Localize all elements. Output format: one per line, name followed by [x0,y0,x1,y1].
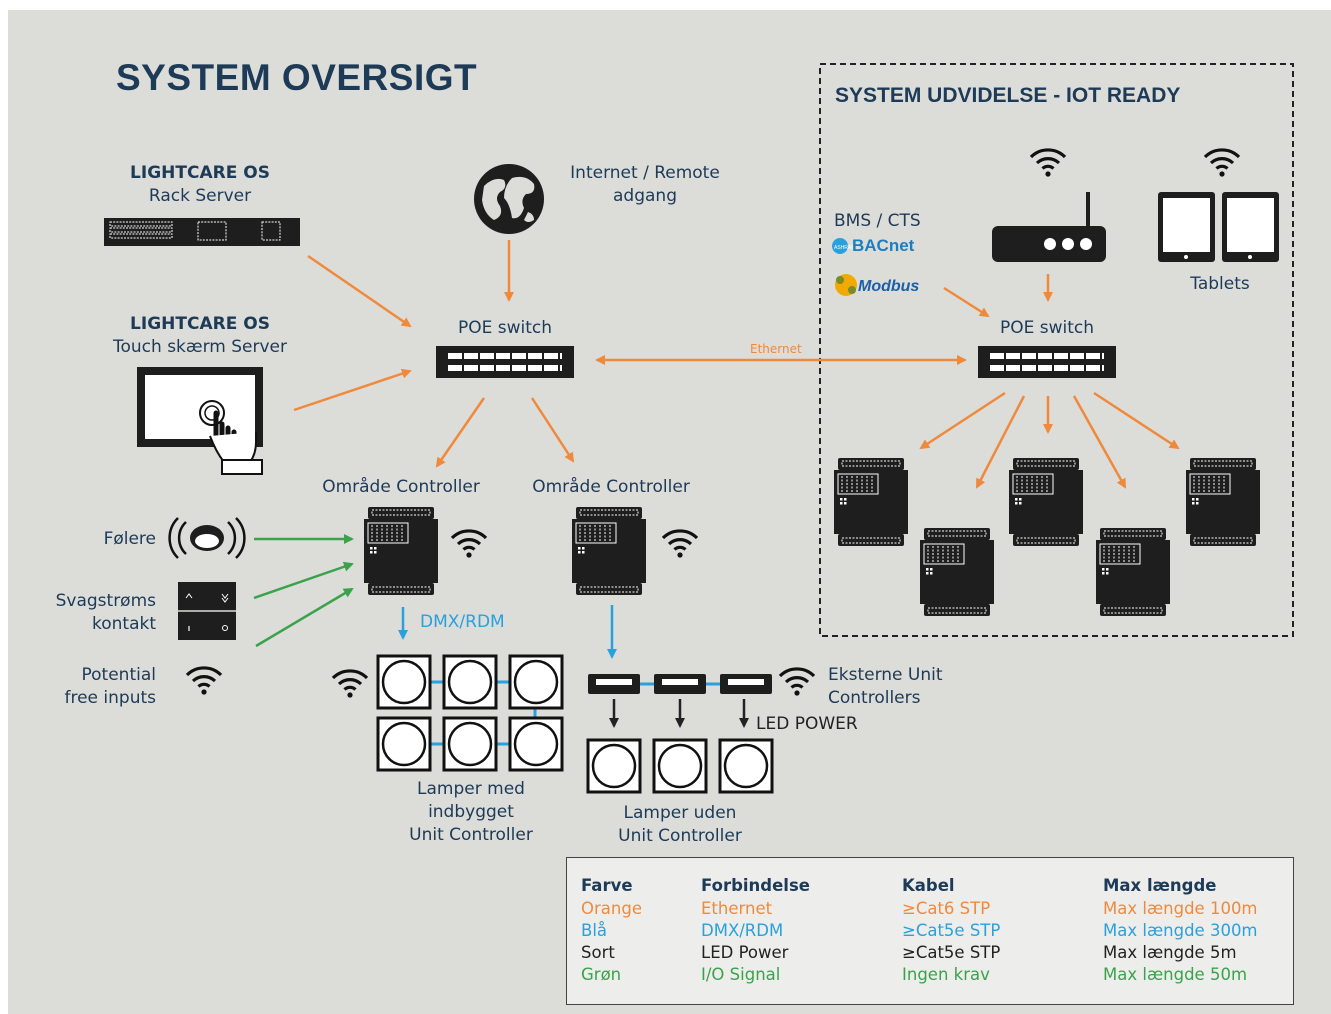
controller-right-label: Område Controller [532,477,690,497]
legend-row-connection: Ethernet [701,899,773,918]
page-title: SYSTEM OVERSIGT [116,57,478,98]
legend-header-cable: Kabel [902,876,955,895]
modbus-logo [835,274,857,296]
controller-right-wifi-icon [661,529,699,560]
controller-left-wifi-icon [450,529,488,560]
switch-label-line1: Svagstrøms [55,591,156,611]
poe-switch-main-icon [436,346,574,378]
lamps-plain-line1: Lamper uden [623,803,737,823]
lamps-builtin-line1: Lamper med [417,779,525,799]
touch-screen-icon [137,367,263,475]
expansion-title: SYSTEM UDVIDELSE - IOT READY [835,84,1181,107]
poe-switch-main-label: POE switch [457,318,553,338]
diagram-canvas [8,10,1331,1014]
tablets-icon [1158,192,1279,262]
internet-label-line2: adgang [613,186,677,206]
svg-text:ASHRAE: ASHRAE [834,245,855,251]
external-uc-line1: Eksterne Unit [828,665,943,685]
legend-box: Farve Forbindelse Kabel Max længde Orang… [566,857,1294,1005]
switch-label-line2: kontakt [91,614,156,634]
free-inputs-wifi-icon [185,666,223,697]
legend-row-color: Grøn [581,965,622,984]
external-uc-line2: Controllers [828,688,921,708]
modbus-label: Modbus [858,278,920,295]
touch-title: LIGHTCARE OS [130,314,270,334]
lamps-wifi-icon [331,669,369,700]
bacnet-label: BACnet [852,236,915,255]
ethernet-label: Ethernet [750,342,802,356]
expansion-controller-5 [1185,457,1261,547]
legend-row-color: Blå [581,921,608,940]
external-unit-controllers [588,674,772,694]
bacnet-logo: ASHRAE [832,238,855,254]
legend-row-cable: ≥Cat6 STP [902,899,991,918]
internet-label-line1: Internet / Remote [570,163,720,183]
external-uc-wifi-icon [778,667,816,698]
poe-switch-expansion-icon [978,346,1116,378]
legend-row-cable: ≥Cat5e STP [902,921,1001,940]
legend-row-max: Max længde 300m [1103,921,1258,940]
ethernet-connections [293,240,1180,489]
dmx-label: DMX/RDM [420,612,505,632]
lamps-plain-group [586,738,774,794]
legend-row-connection: DMX/RDM [701,921,784,940]
expansion-controller-3 [1008,457,1084,547]
rack-server-icon [104,218,300,246]
touch-subtitle: Touch skærm Server [113,337,287,357]
legend-row-max: Max længde 50m [1103,965,1248,984]
free-inputs-label-line2: free inputs [64,688,156,708]
free-inputs-label-line1: Potential [81,665,156,685]
globe-icon [474,164,544,234]
legend-row-connection: I/O Signal [701,965,781,984]
led-power-connections [609,699,749,728]
legend-row-color: Orange [581,899,642,918]
io-signal-connections [253,534,354,648]
expansion-controller-1 [833,457,909,547]
legend-header-connection: Forbindelse [701,876,810,895]
tablets-label: Tablets [1190,274,1250,294]
legend-row-max: Max længde 100m [1103,899,1258,918]
lamps-builtin-group [376,654,564,772]
tablets-wifi-icon [1203,148,1241,179]
legend-header-color: Farve [581,876,633,895]
lamps-plain-line2: Unit Controller [618,826,742,846]
controller-left-label: Område Controller [322,477,480,497]
sensors-label: Følere [103,529,156,549]
lamps-builtin-line2: indbygget [428,802,514,822]
area-controller-right [571,506,647,596]
legend-row-cable: Ingen krav [902,965,990,984]
rack-title: LIGHTCARE OS [130,163,270,183]
legend-row-connection: LED Power [701,943,789,962]
lamps-builtin-line3: Unit Controller [409,825,533,845]
dmx-connections [398,605,617,659]
area-controller-left [363,506,439,596]
legend-row-max: Max længde 5m [1103,943,1237,962]
legend-row-color: Sort [581,943,615,962]
poe-switch-expansion-label: POE switch [999,318,1095,338]
expansion-controller-4 [1095,527,1171,617]
rack-subtitle: Rack Server [148,186,252,206]
wall-switch-icon [178,582,236,640]
bms-label: BMS / CTS [834,211,921,231]
legend-row-cable: ≥Cat5e STP [902,943,1001,962]
router-wifi-icon [1029,148,1067,179]
expansion-box [819,63,1294,637]
router-icon [992,192,1106,262]
expansion-controller-2 [919,527,995,617]
sensor-icon [168,517,246,559]
led-power-label: LED POWER [756,714,858,734]
legend-header-max: Max længde [1103,876,1217,895]
